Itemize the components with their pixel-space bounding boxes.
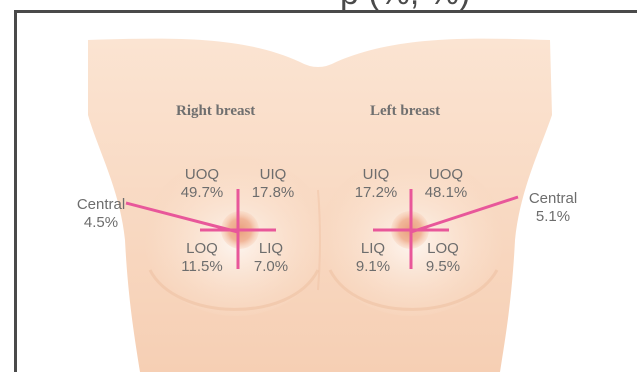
left-breast-title: Left breast	[370, 103, 440, 120]
right-central-label: Central 4.5%	[72, 196, 130, 232]
left-central-label: Central 5.1%	[524, 190, 582, 226]
left-loq-name: LOQ	[420, 240, 466, 258]
left-liq-value: 9.1%	[350, 258, 396, 276]
left-uiq-name: UIQ	[350, 166, 402, 184]
left-uoq-label: UOQ 48.1%	[420, 166, 472, 202]
right-loq-name: LOQ	[176, 240, 228, 258]
right-uiq-name: UIQ	[248, 166, 298, 184]
left-uoq-value: 48.1%	[420, 184, 472, 202]
right-uiq-value: 17.8%	[248, 184, 298, 202]
right-uoq-value: 49.7%	[176, 184, 228, 202]
right-breast-title: Right breast	[176, 103, 255, 120]
left-central-value: 5.1%	[524, 208, 582, 226]
right-loq-label: LOQ 11.5%	[176, 240, 228, 276]
left-central-name: Central	[524, 190, 582, 208]
right-uoq-label: UOQ 49.7%	[176, 166, 228, 202]
right-loq-value: 11.5%	[176, 258, 228, 276]
right-central-value: 4.5%	[72, 214, 130, 232]
right-uoq-name: UOQ	[176, 166, 228, 184]
left-loq-value: 9.5%	[420, 258, 466, 276]
right-liq-label: LIQ 7.0%	[248, 240, 294, 276]
left-loq-label: LOQ 9.5%	[420, 240, 466, 276]
right-uiq-label: UIQ 17.8%	[248, 166, 298, 202]
right-liq-value: 7.0%	[248, 258, 294, 276]
left-liq-label: LIQ 9.1%	[350, 240, 396, 276]
right-central-name: Central	[72, 196, 130, 214]
left-uiq-label: UIQ 17.2%	[350, 166, 402, 202]
left-uoq-name: UOQ	[420, 166, 472, 184]
left-uiq-value: 17.2%	[350, 184, 402, 202]
left-liq-name: LIQ	[350, 240, 396, 258]
right-liq-name: LIQ	[248, 240, 294, 258]
